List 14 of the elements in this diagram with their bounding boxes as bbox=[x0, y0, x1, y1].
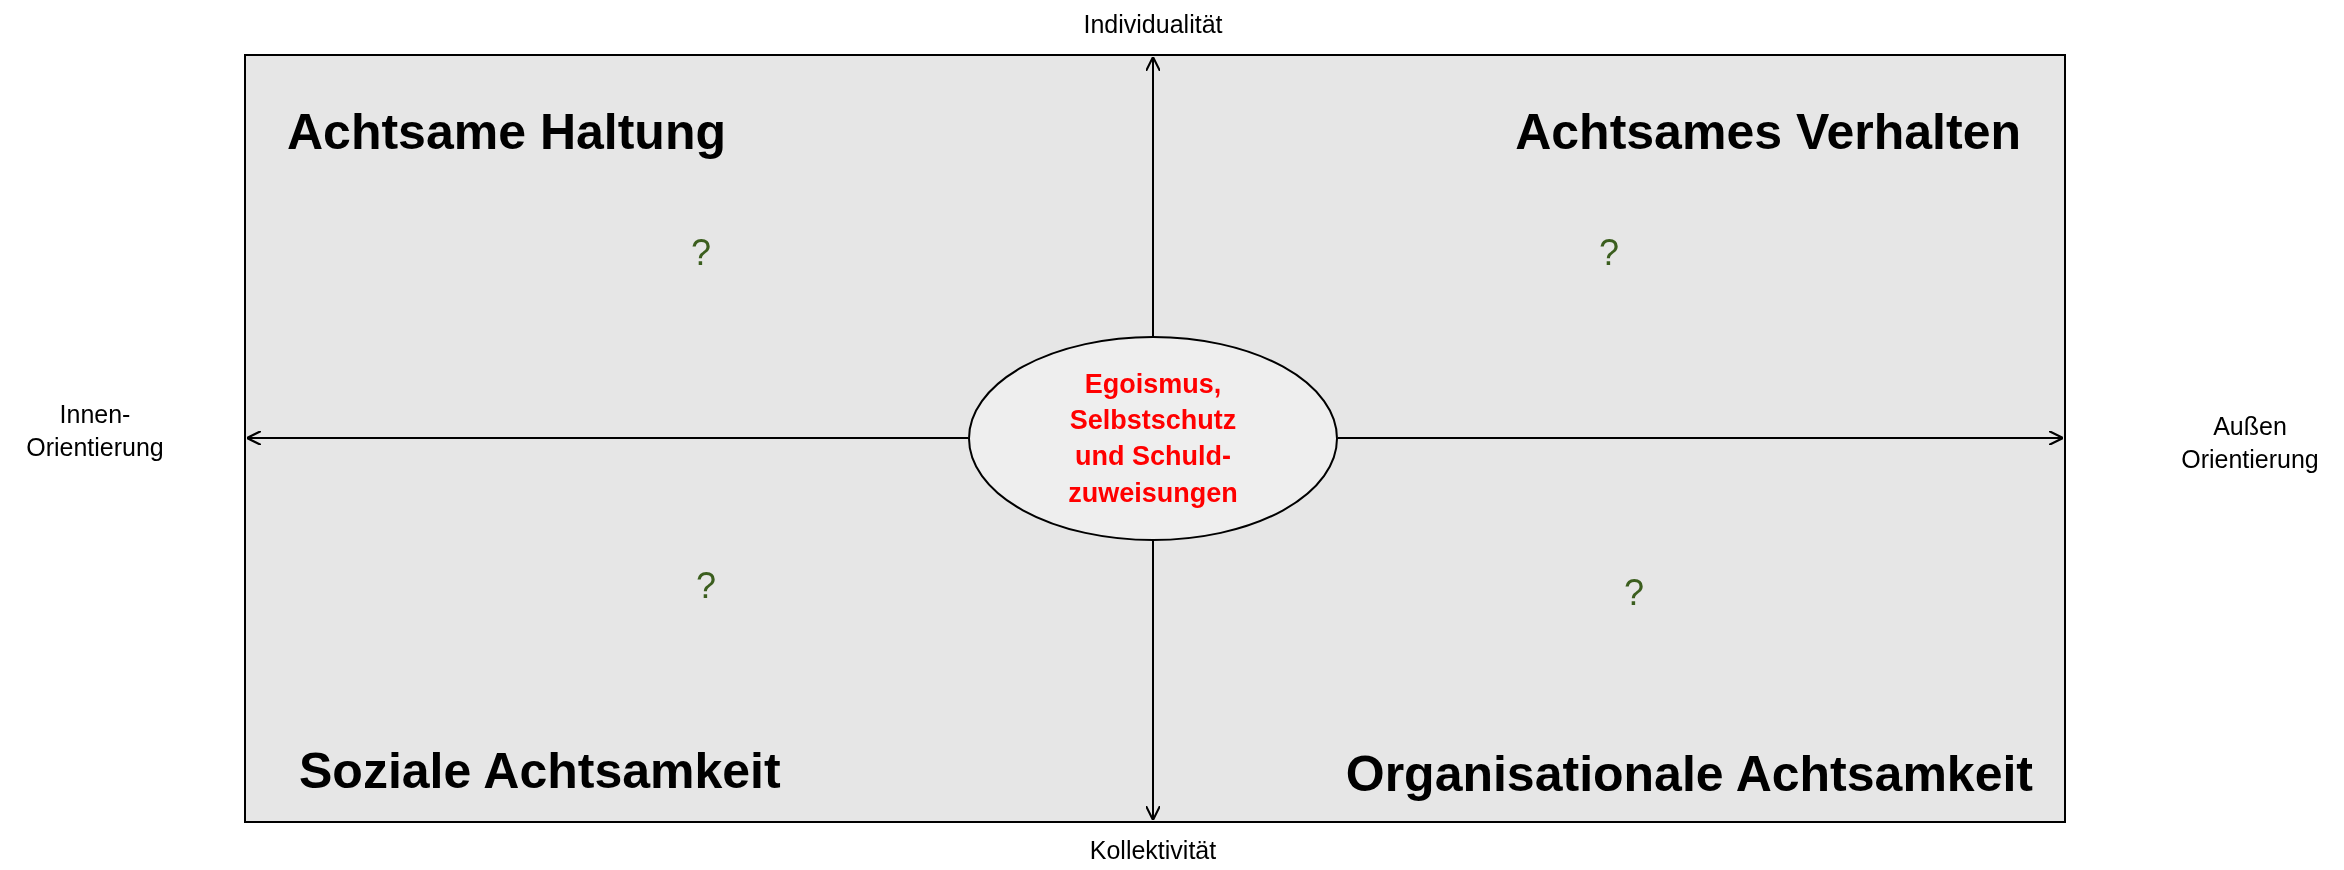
quadrant-title: Soziale Achtsamkeit bbox=[299, 742, 781, 800]
quadrant-title: Achtsame Haltung bbox=[287, 103, 726, 161]
ellipse-text: Egoismus, Selbstschutz und Schuld- zuweisungen bbox=[1067, 367, 1239, 510]
quadrant-title: Organisationale Achtsamkeit bbox=[1345, 745, 2033, 803]
axis-label: Individualität bbox=[1083, 9, 1223, 40]
placeholder-mark: ? bbox=[691, 232, 711, 274]
axis-label: Außen Orientierung bbox=[2180, 411, 2320, 475]
axis-label: Kollektivität bbox=[1089, 835, 1217, 866]
placeholder-mark: ? bbox=[1624, 572, 1644, 614]
placeholder-mark: ? bbox=[696, 565, 716, 607]
placeholder-mark: ? bbox=[1599, 232, 1619, 274]
center-ellipse bbox=[968, 336, 1338, 541]
axis-label: Innen- Orientierung bbox=[25, 399, 165, 463]
quadrant-title: Achtsames Verhalten bbox=[1515, 103, 2021, 161]
